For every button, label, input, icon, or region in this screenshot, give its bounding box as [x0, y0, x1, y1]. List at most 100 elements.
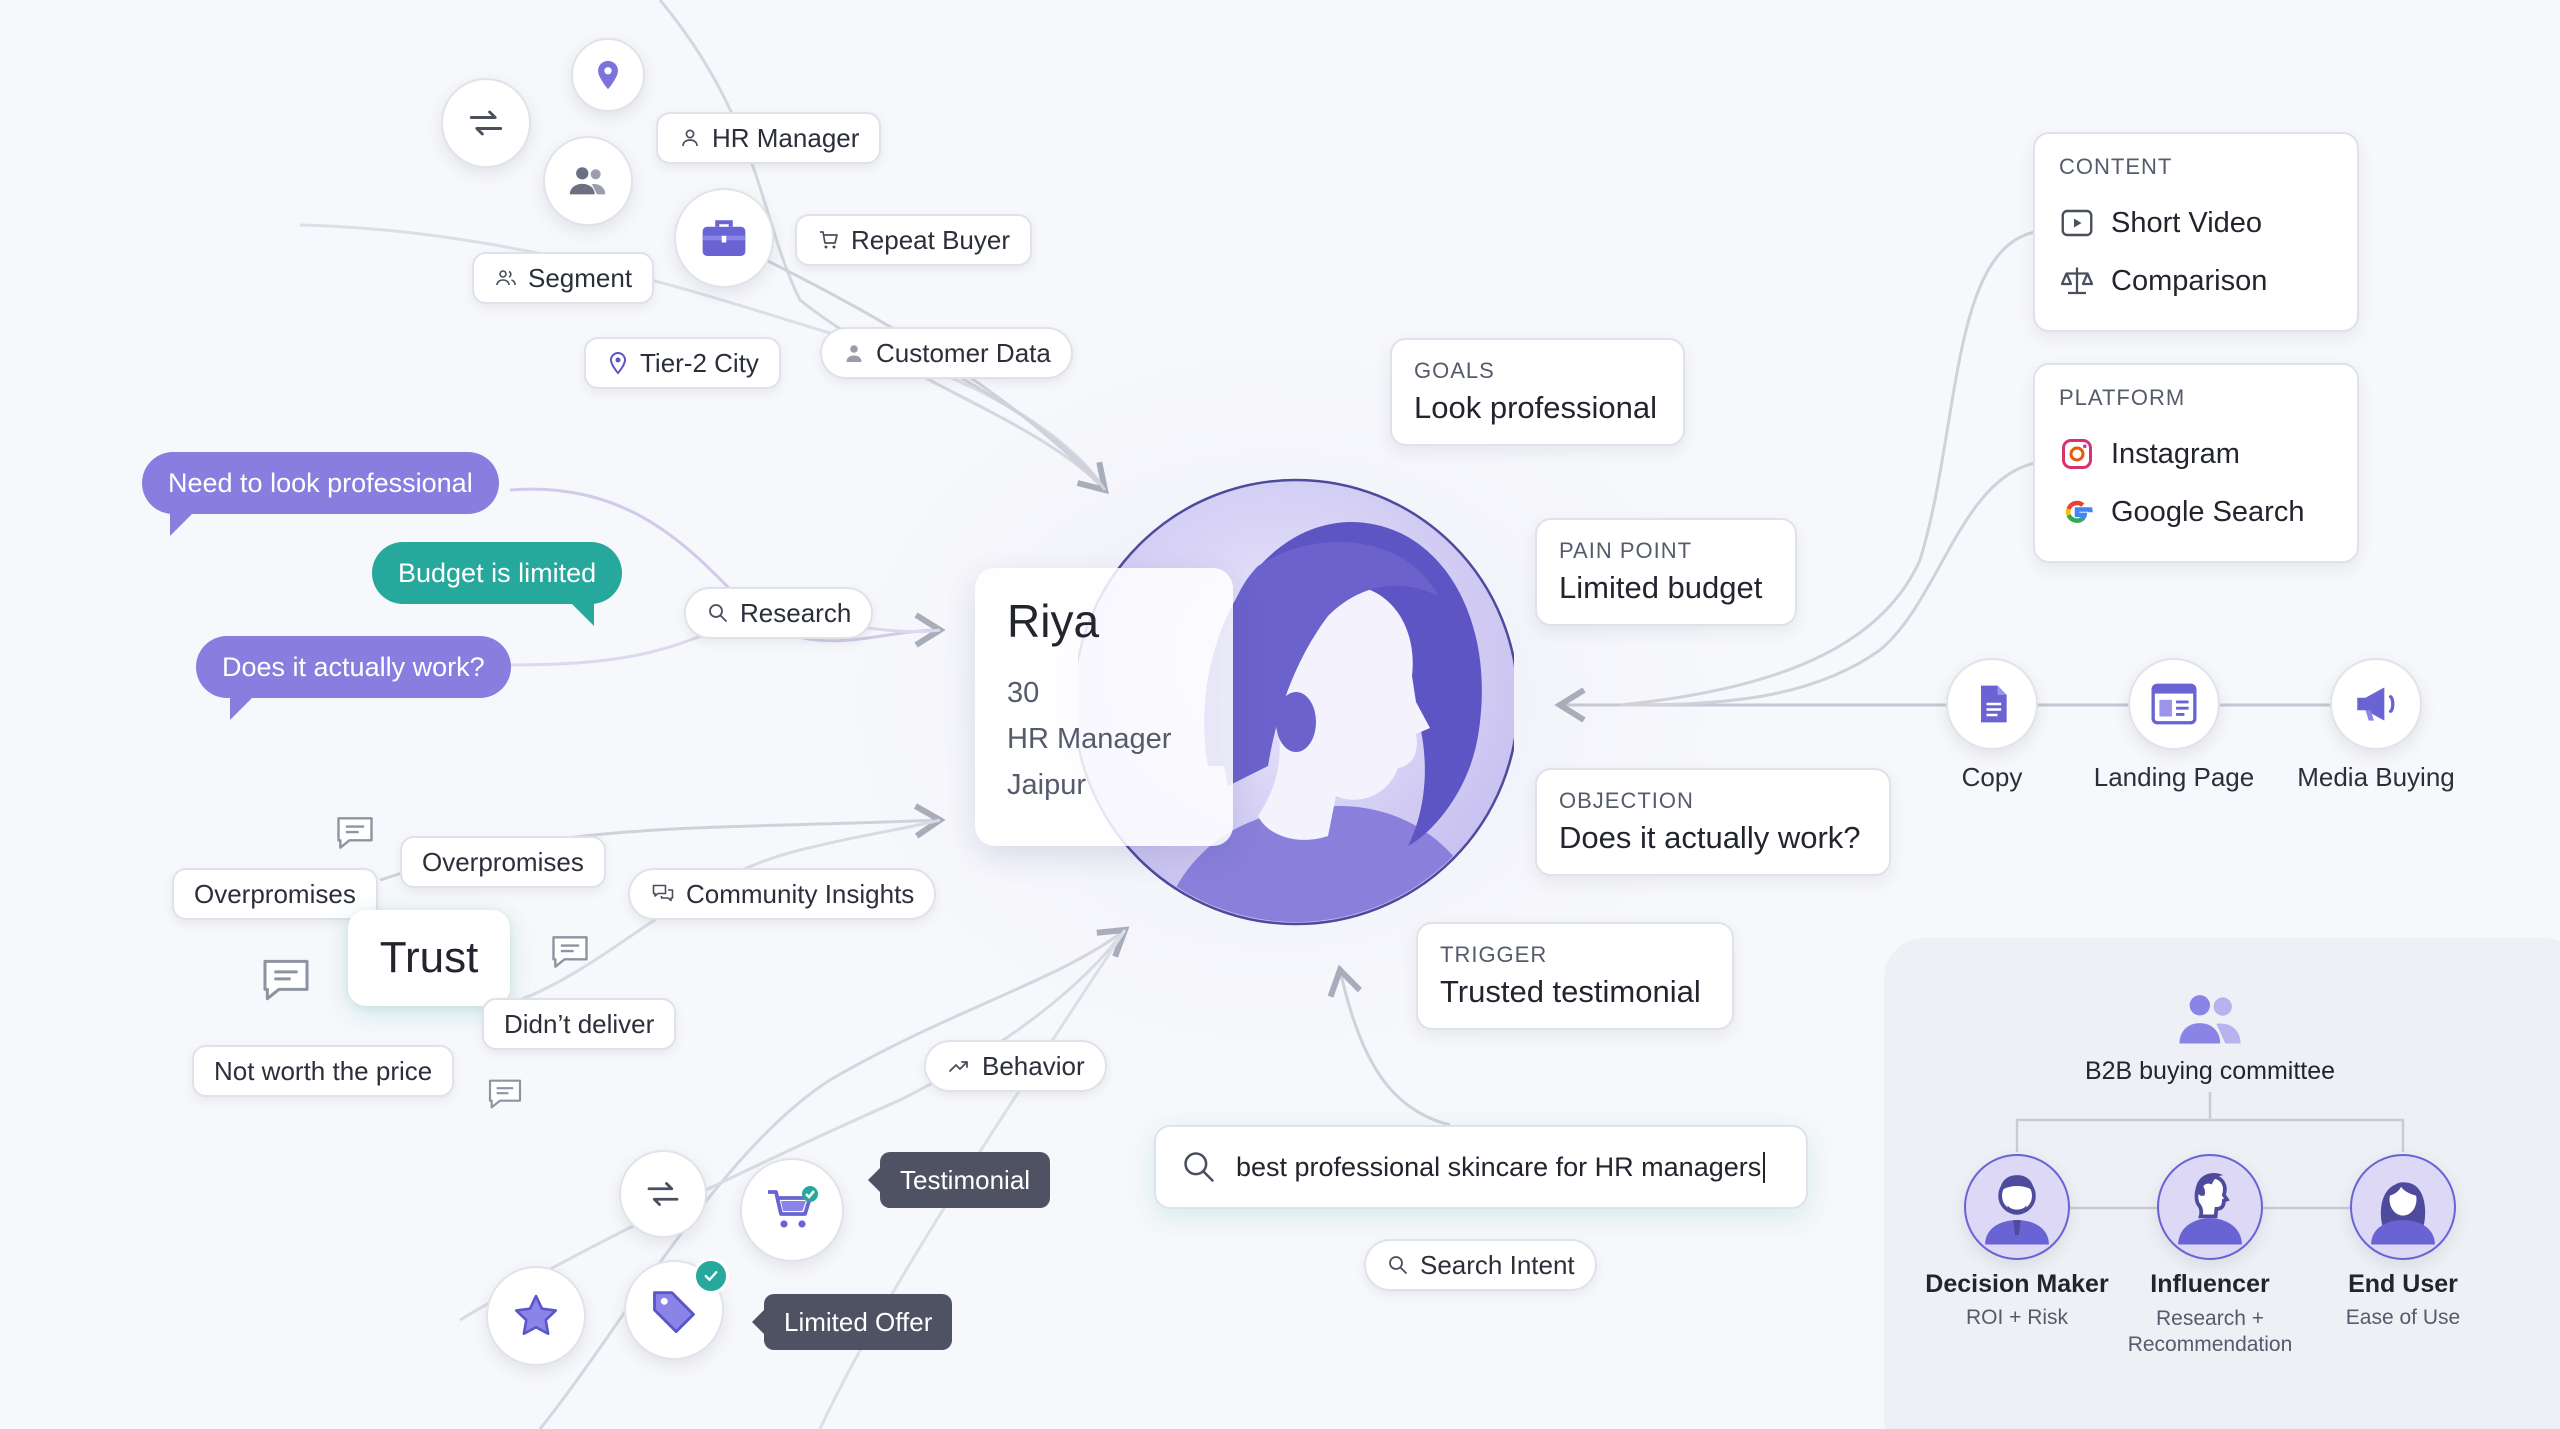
card-value: Look professional — [1414, 390, 1657, 425]
bubble-text: Need to look professional — [168, 467, 473, 498]
chip-label: HR Manager — [712, 122, 860, 153]
channel-landing-page[interactable] — [2128, 658, 2220, 750]
comment-icon — [256, 952, 316, 1013]
member-end-user[interactable] — [2350, 1154, 2456, 1260]
card-value: Limited budget — [1559, 570, 1763, 605]
chip-label: Overpromises — [422, 846, 584, 877]
comment-icon — [484, 1074, 526, 1119]
card-value: Does it actually work? — [1559, 820, 1861, 855]
member-decision-maker[interactable] — [1964, 1154, 2070, 1260]
chip-label: Community Insights — [686, 878, 915, 909]
card-key: TRIGGER — [1440, 942, 1548, 967]
member-detail: Ease of Use — [2345, 1306, 2461, 1329]
content-item-short-video[interactable]: Short Video — [2059, 194, 2333, 252]
chip-label: Limited Offer — [784, 1306, 933, 1337]
card-trigger: TRIGGER Trusted testimonial — [1416, 922, 1734, 1030]
location-pin-circle[interactable] — [571, 38, 645, 112]
search-box[interactable]: best professional skincare for HR manage… — [1154, 1125, 1808, 1209]
chip-didnt-deliver[interactable]: Didn’t deliver — [482, 998, 677, 1050]
video-icon — [2061, 209, 2093, 237]
chip-customer-data[interactable]: Customer Data — [820, 327, 1073, 379]
channel-copy[interactable] — [1946, 658, 2038, 750]
content-item-comparison[interactable]: Comparison — [2059, 252, 2333, 310]
member-detail: ROI + Risk — [1965, 1306, 2069, 1329]
platform-item-google[interactable]: Google Search — [2059, 483, 2333, 541]
chip-behavior[interactable]: Behavior — [924, 1040, 1107, 1092]
star-icon — [514, 1294, 558, 1336]
users-circle[interactable] — [543, 136, 633, 226]
repeat-icon — [647, 1182, 679, 1206]
content-panel: CONTENT Short Video Comparison — [2033, 132, 2359, 332]
document-icon — [1981, 685, 2007, 723]
card-pain-point: PAIN POINT Limited budget — [1535, 518, 1797, 626]
chip-overpromises-2[interactable]: Overpromises — [172, 868, 378, 920]
bubble-text: Budget is limited — [398, 557, 597, 588]
repeat-purchase-circle[interactable] — [619, 1150, 707, 1238]
card-key: GOALS — [1414, 358, 1495, 383]
chip-label: Search Intent — [1420, 1249, 1575, 1280]
chip-search-intent[interactable]: Search Intent — [1364, 1239, 1597, 1291]
chip-community-insights[interactable]: Community Insights — [628, 868, 937, 920]
card-key: PAIN POINT — [1559, 538, 1693, 563]
persona-name: Riya — [1007, 595, 1100, 647]
cart-circle[interactable] — [740, 1158, 844, 1262]
persona-city: Jaipur — [1007, 769, 1086, 801]
search-icon — [709, 604, 727, 622]
influencer-avatar-icon — [2178, 1172, 2242, 1245]
repeat-circle[interactable] — [441, 78, 531, 168]
cart-check-icon — [768, 1186, 818, 1228]
chip-limited-offer[interactable]: Limited Offer — [751, 1294, 953, 1350]
bubble-does-it-work: Does it actually work? — [196, 636, 511, 720]
chip-research[interactable]: Research — [684, 587, 874, 639]
bubble-budget-limited: Budget is limited — [372, 542, 623, 626]
content-item-label: Short Video — [2111, 206, 2263, 239]
bubble-tail — [170, 510, 196, 536]
platform-item-label: Instagram — [2111, 437, 2240, 470]
member-role: Influencer — [2150, 1270, 2270, 1298]
bubble-text: Does it actually work? — [222, 651, 485, 682]
chip-repeat-buyer[interactable]: Repeat Buyer — [795, 214, 1032, 266]
card-value: Trusted testimonial — [1440, 974, 1701, 1009]
chip-label: Customer Data — [876, 337, 1051, 368]
chip-tier2-city[interactable]: Tier-2 City — [584, 337, 781, 389]
tag-circle[interactable] — [624, 1260, 724, 1360]
person-icon — [682, 129, 698, 147]
decision-maker-avatar-icon — [1985, 1175, 2049, 1245]
briefcase-icon — [702, 220, 746, 256]
chip-segment[interactable]: Segment — [472, 252, 655, 304]
chip-label: Repeat Buyer — [851, 224, 1010, 255]
persona-card: Riya 30 HR Manager Jaipur — [975, 568, 1233, 846]
chip-overpromises-1[interactable]: Overpromises — [400, 836, 606, 888]
member-detail: Research + Recommendation — [2127, 1307, 2293, 1356]
map-pin-icon — [598, 60, 618, 90]
chip-label: Not worth the price — [214, 1055, 433, 1086]
search-icon — [1184, 1152, 1214, 1182]
chat-bubbles-icon — [652, 884, 674, 902]
megaphone-icon — [2357, 687, 2395, 721]
card-key: OBJECTION — [1559, 788, 1694, 813]
chip-testimonial[interactable]: Testimonial — [867, 1152, 1051, 1208]
chip-label: Didn’t deliver — [504, 1008, 655, 1039]
comment-icon — [332, 811, 378, 860]
users-icon — [569, 167, 606, 195]
chip-label: Research — [740, 597, 852, 628]
chip-hr-manager[interactable]: HR Manager — [656, 112, 882, 164]
bubble-tail — [568, 600, 595, 626]
platform-item-instagram[interactable]: Instagram — [2059, 425, 2333, 483]
chip-label: Behavior — [982, 1050, 1085, 1081]
bubble-need-professional: Need to look professional — [142, 452, 499, 536]
content-item-label: Comparison — [2111, 264, 2268, 297]
briefcase-circle[interactable] — [674, 188, 774, 288]
persona-age: 30 — [1007, 677, 1040, 709]
trust-badge[interactable]: Trust — [348, 910, 510, 1006]
star-circle[interactable] — [486, 1266, 586, 1366]
channel-media-buying[interactable] — [2330, 658, 2422, 750]
chip-not-worth[interactable]: Not worth the price — [192, 1045, 455, 1097]
channel-label: Media Buying — [2297, 762, 2455, 792]
panel-title: PLATFORM — [2059, 385, 2186, 410]
chip-label: Overpromises — [194, 878, 356, 909]
member-influencer[interactable] — [2157, 1154, 2263, 1260]
search-query[interactable]: best professional skincare for HR manage… — [1236, 1151, 1766, 1183]
member-role: Decision Maker — [1925, 1270, 2109, 1298]
location-icon — [609, 351, 627, 375]
